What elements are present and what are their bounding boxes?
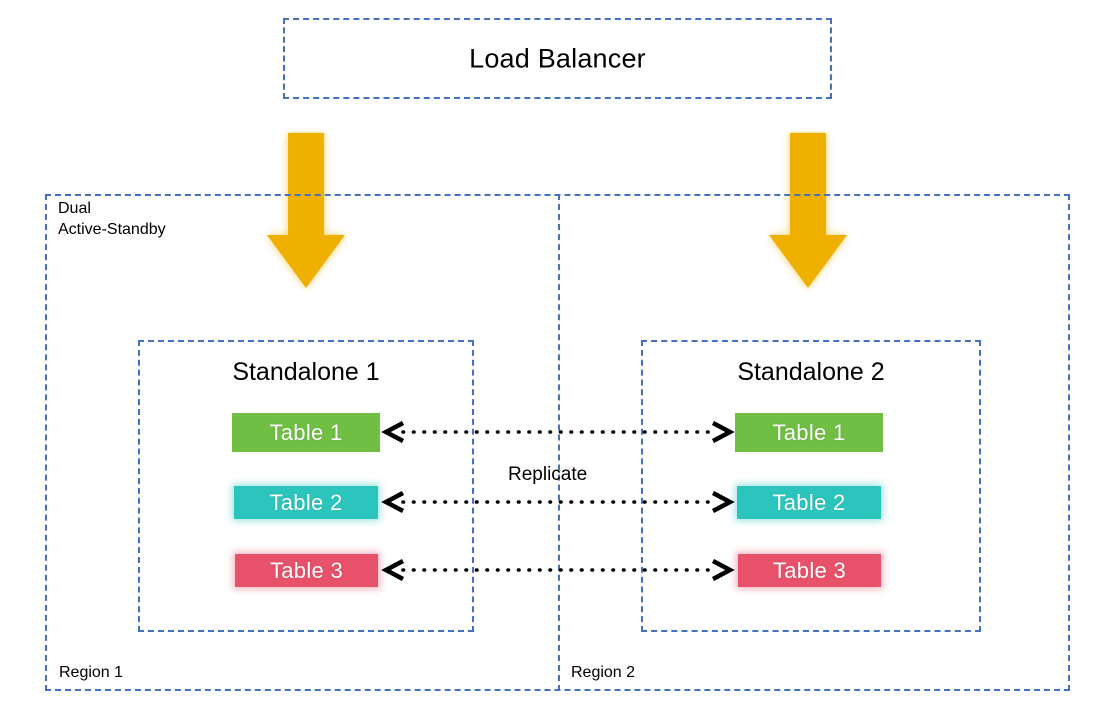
traffic-down-arrow-icon-left [264, 131, 348, 291]
dual-active-standby-region [45, 194, 1070, 691]
region-divider [558, 194, 560, 691]
table-label: Table 1 [772, 419, 846, 445]
dual-active-standby-label: Dual Active-Standby [58, 200, 166, 238]
table-label: Table 3 [772, 557, 847, 583]
table-label: Table 2 [269, 489, 343, 515]
standalone-1-table-1: Table 1 [232, 413, 380, 452]
standalone-1-table-3: Table 3 [235, 554, 378, 587]
replicate-label: Replicate [508, 464, 588, 485]
traffic-down-arrow-icon-right [766, 131, 850, 291]
standalone-1-title: Standalone 1 [232, 358, 380, 386]
standalone-2-table-1: Table 1 [735, 413, 883, 452]
standalone-2-box: Standalone 2 [641, 340, 981, 632]
region-2-label: Region 2 [571, 664, 636, 681]
table-label: Table 1 [269, 419, 343, 445]
standalone-2-table-3: Table 3 [738, 554, 881, 587]
standalone-2-title: Standalone 2 [737, 358, 885, 386]
standalone-1-box: Standalone 1 [138, 340, 474, 632]
region-1-label: Region 1 [59, 664, 124, 681]
standalone-2-table-2: Table 2 [737, 486, 881, 519]
load-balancer-box: Load Balancer [283, 18, 832, 99]
table-label: Table 3 [269, 557, 344, 583]
table-label: Table 2 [772, 489, 846, 515]
standalone-1-table-2: Table 2 [234, 486, 378, 519]
load-balancer-label: Load Balancer [469, 43, 646, 73]
